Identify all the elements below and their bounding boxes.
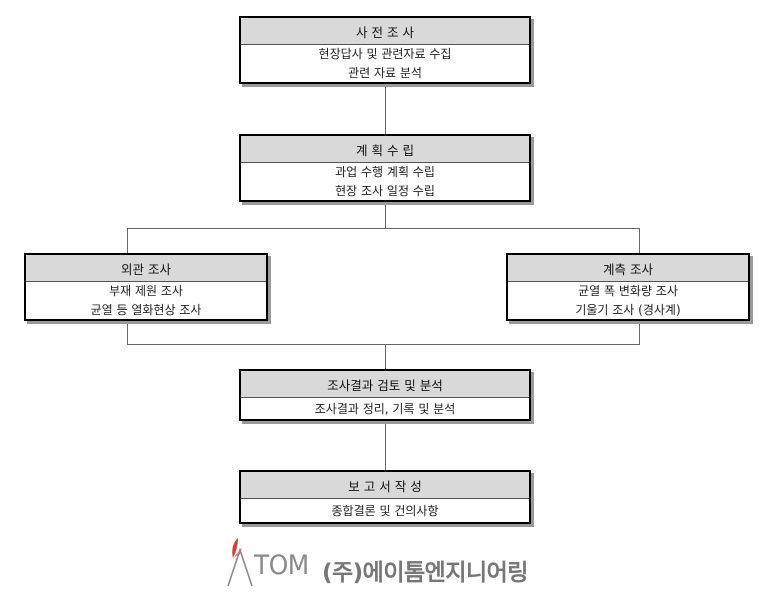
step-report-title: 보 고 서 작 성 <box>241 472 529 499</box>
step-measurement-survey: 계측 조사 균열 폭 변화량 조사 기울기 조사 (경사계) <box>506 253 750 321</box>
logo-brand-text: TOM <box>254 550 309 581</box>
logo-company-name: (주)에이톰엔지니어링 <box>322 560 528 586</box>
step-pre-survey: 사 전 조 사 현장답사 및 관련자료 수집 관련 자료 분석 <box>239 16 531 84</box>
step-planning-title: 계 획 수 립 <box>241 136 529 163</box>
step-review-analysis-title: 조사결과 검토 및 분석 <box>241 371 529 398</box>
step-measurement-survey-line-1: 균열 폭 변화량 조사 <box>578 284 678 298</box>
step-visual-survey-line-1: 부재 제원 조사 <box>109 284 183 298</box>
connector-left-bottom <box>127 321 128 345</box>
step-pre-survey-line-2: 관련 자료 분석 <box>348 66 422 80</box>
step-planning-line-1: 과업 수행 계획 수립 <box>335 165 435 179</box>
step-review-analysis-line-1: 조사결과 정리, 기록 및 분석 <box>314 401 456 416</box>
step-report: 보 고 서 작 성 종합결론 및 건의사항 <box>239 470 531 524</box>
connector-pre-to-plan <box>385 84 386 134</box>
connector-plan-down <box>385 202 386 228</box>
atom-a-icon <box>227 538 253 587</box>
step-report-line-1: 종합결론 및 건의사항 <box>331 503 439 518</box>
step-pre-survey-title: 사 전 조 사 <box>241 18 529 45</box>
connector-merge-down <box>385 344 386 369</box>
step-review-analysis: 조사결과 검토 및 분석 조사결과 정리, 기록 및 분석 <box>239 369 531 421</box>
step-visual-survey-title: 외관 조사 <box>26 255 266 282</box>
step-pre-survey-line-1: 현장답사 및 관련자료 수집 <box>318 47 452 61</box>
connector-branch-bottom <box>127 344 640 345</box>
connector-review-to-report <box>385 421 386 470</box>
step-measurement-survey-title: 계측 조사 <box>508 255 748 282</box>
connector-right-top <box>639 228 640 253</box>
connector-branch-top <box>127 228 640 229</box>
step-measurement-survey-line-2: 기울기 조사 (경사계) <box>575 303 681 317</box>
step-planning-line-2: 현장 조사 일정 수립 <box>335 184 435 198</box>
company-logo: TOM (주)에이톰엔지니어링 <box>222 536 562 588</box>
connector-left-top <box>127 228 128 253</box>
connector-right-bottom <box>639 321 640 345</box>
step-visual-survey-line-2: 균열 등 열화현상 조사 <box>90 303 202 317</box>
step-planning: 계 획 수 립 과업 수행 계획 수립 현장 조사 일정 수립 <box>239 134 531 202</box>
step-visual-survey: 외관 조사 부재 제원 조사 균열 등 열화현상 조사 <box>24 253 268 321</box>
